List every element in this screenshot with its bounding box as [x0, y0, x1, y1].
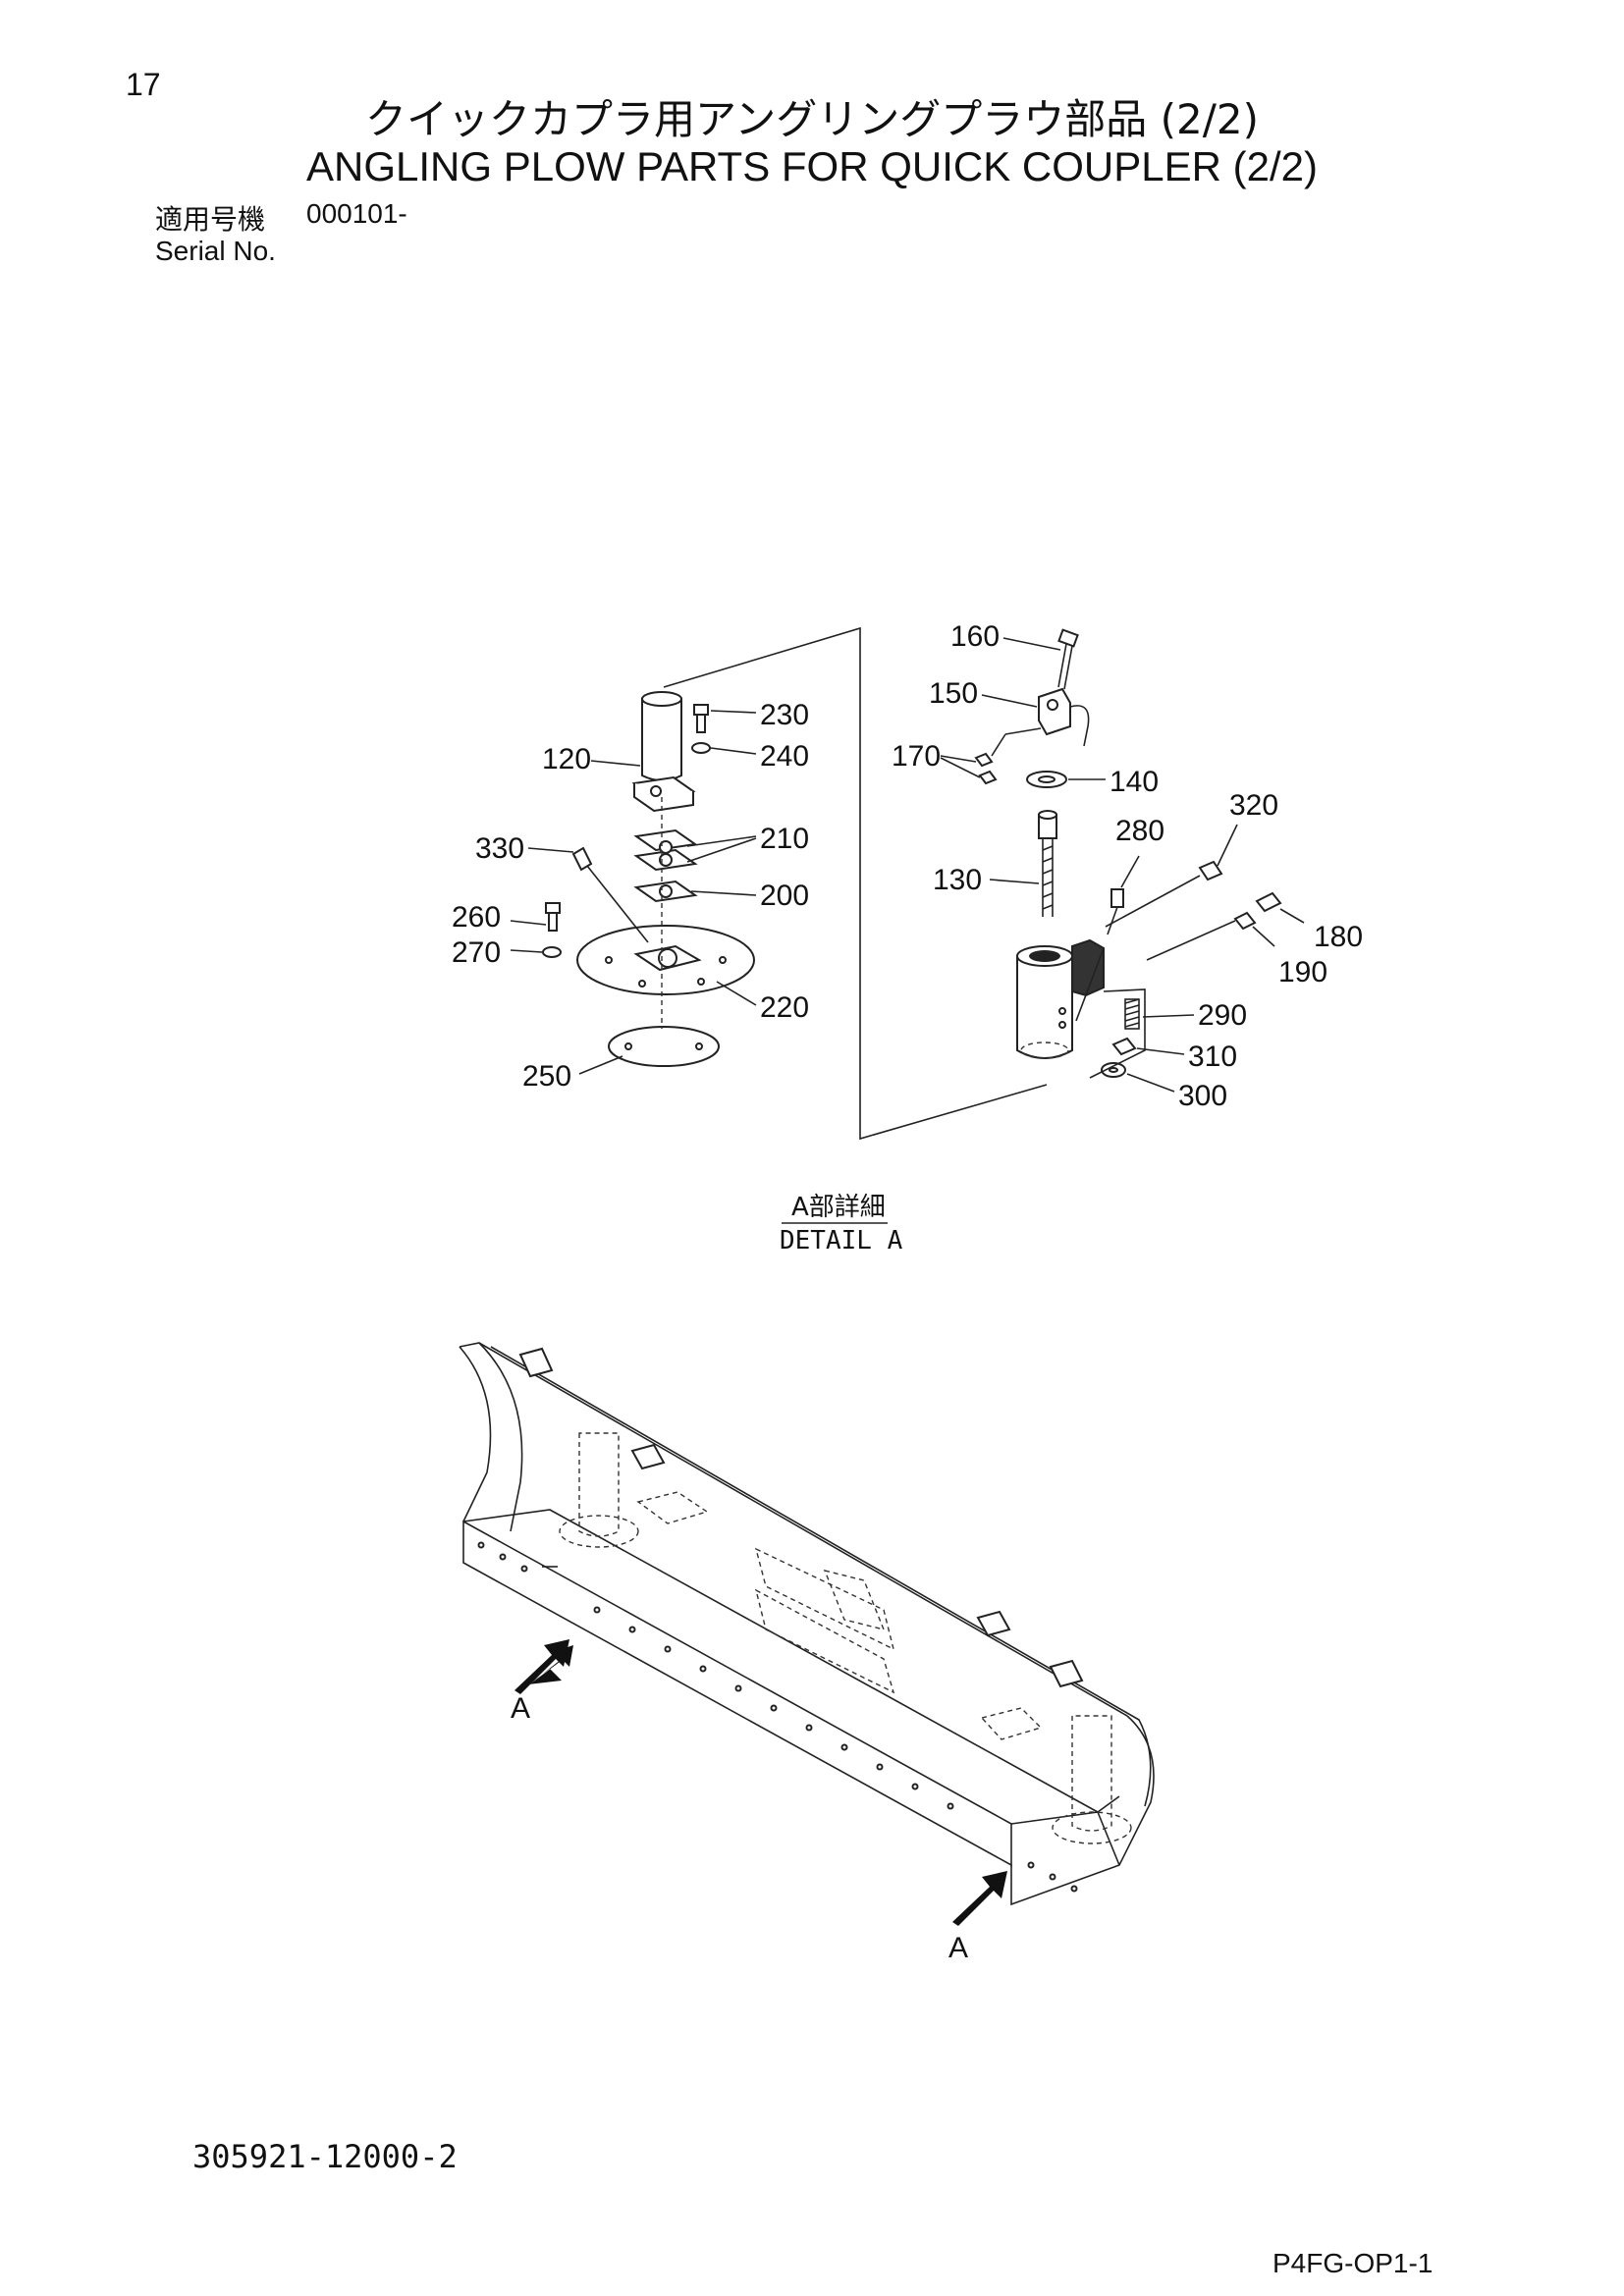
part-250-plate [608, 1026, 720, 1067]
part-220-disk [576, 925, 755, 995]
callout-290: 290 [1198, 999, 1247, 1032]
callout-310: 310 [1188, 1041, 1237, 1073]
part-210-shims [633, 828, 698, 872]
callout-120: 120 [542, 743, 591, 775]
callout-280: 280 [1115, 815, 1164, 847]
callout-130: 130 [933, 864, 982, 896]
document-number: 305921-12000-2 [192, 2138, 458, 2175]
arrow-label-a-right: A [948, 1932, 968, 1964]
part-130-screw [1038, 810, 1057, 917]
cutting-edge-bolt-holes [477, 1541, 1078, 1893]
part-170-nut-1 [974, 752, 994, 768]
serial-value: 000101- [306, 198, 407, 229]
part-260-bolt [545, 902, 561, 932]
part-290-spring [1124, 998, 1140, 1030]
callout-210: 210 [760, 823, 809, 855]
part-280-pin [1110, 888, 1124, 908]
part-190-nut [1233, 911, 1257, 931]
callout-190: 190 [1278, 956, 1327, 988]
left-assembly [510, 626, 1048, 1141]
callout-160: 160 [950, 620, 1000, 653]
part-160-bolt [1057, 628, 1079, 690]
part-240-washer [691, 742, 711, 754]
callout-180: 180 [1314, 921, 1363, 953]
callout-270: 270 [452, 936, 501, 969]
view-arrow-a-right [952, 1871, 1007, 1926]
callout-150: 150 [929, 677, 978, 710]
page-title-japanese: クイックカプラ用アングリングプラウ部品 (2/2) [364, 95, 1260, 143]
page-number: 17 [126, 67, 161, 102]
arrow-label-a-left: A [511, 1692, 530, 1725]
part-150-block [1038, 687, 1090, 747]
serial-label-japanese: 適用号機 [155, 203, 266, 236]
part-270-washer [542, 946, 562, 958]
callout-260: 260 [452, 901, 501, 934]
part-320-fitting [1198, 860, 1223, 881]
callout-170: 170 [892, 740, 941, 773]
callout-220: 220 [760, 991, 809, 1024]
callout-200: 200 [760, 880, 809, 912]
page-code: P4FG-OP1-1 [1272, 2248, 1434, 2278]
part-180-plug [1255, 891, 1282, 913]
callout-330: 330 [475, 832, 524, 865]
detail-label-japanese: A部詳細 [791, 1193, 886, 1222]
callout-300: 300 [1178, 1080, 1227, 1112]
detail-label-english: DETAIL A [780, 1226, 903, 1255]
part-housing-tube [1016, 938, 1105, 1059]
callout-320: 320 [1229, 789, 1278, 822]
part-170-nut-2 [978, 770, 998, 785]
right-assembly [940, 628, 1305, 1093]
serial-label-english: Serial No. [155, 236, 276, 266]
callout-230: 230 [760, 699, 809, 731]
part-230-bolt [693, 704, 709, 733]
detail-bracket-line [663, 626, 1048, 1141]
page-title-english: ANGLING PLOW PARTS FOR QUICK COUPLER (2/… [306, 143, 1318, 189]
part-330-grease-fitting [571, 846, 593, 872]
callout-140: 140 [1110, 766, 1159, 798]
part-310-nut [1111, 1037, 1137, 1056]
callout-250: 250 [522, 1060, 571, 1093]
callout-240: 240 [760, 740, 809, 773]
plow-overview [459, 1342, 1155, 1906]
part-120-pin [631, 691, 696, 813]
